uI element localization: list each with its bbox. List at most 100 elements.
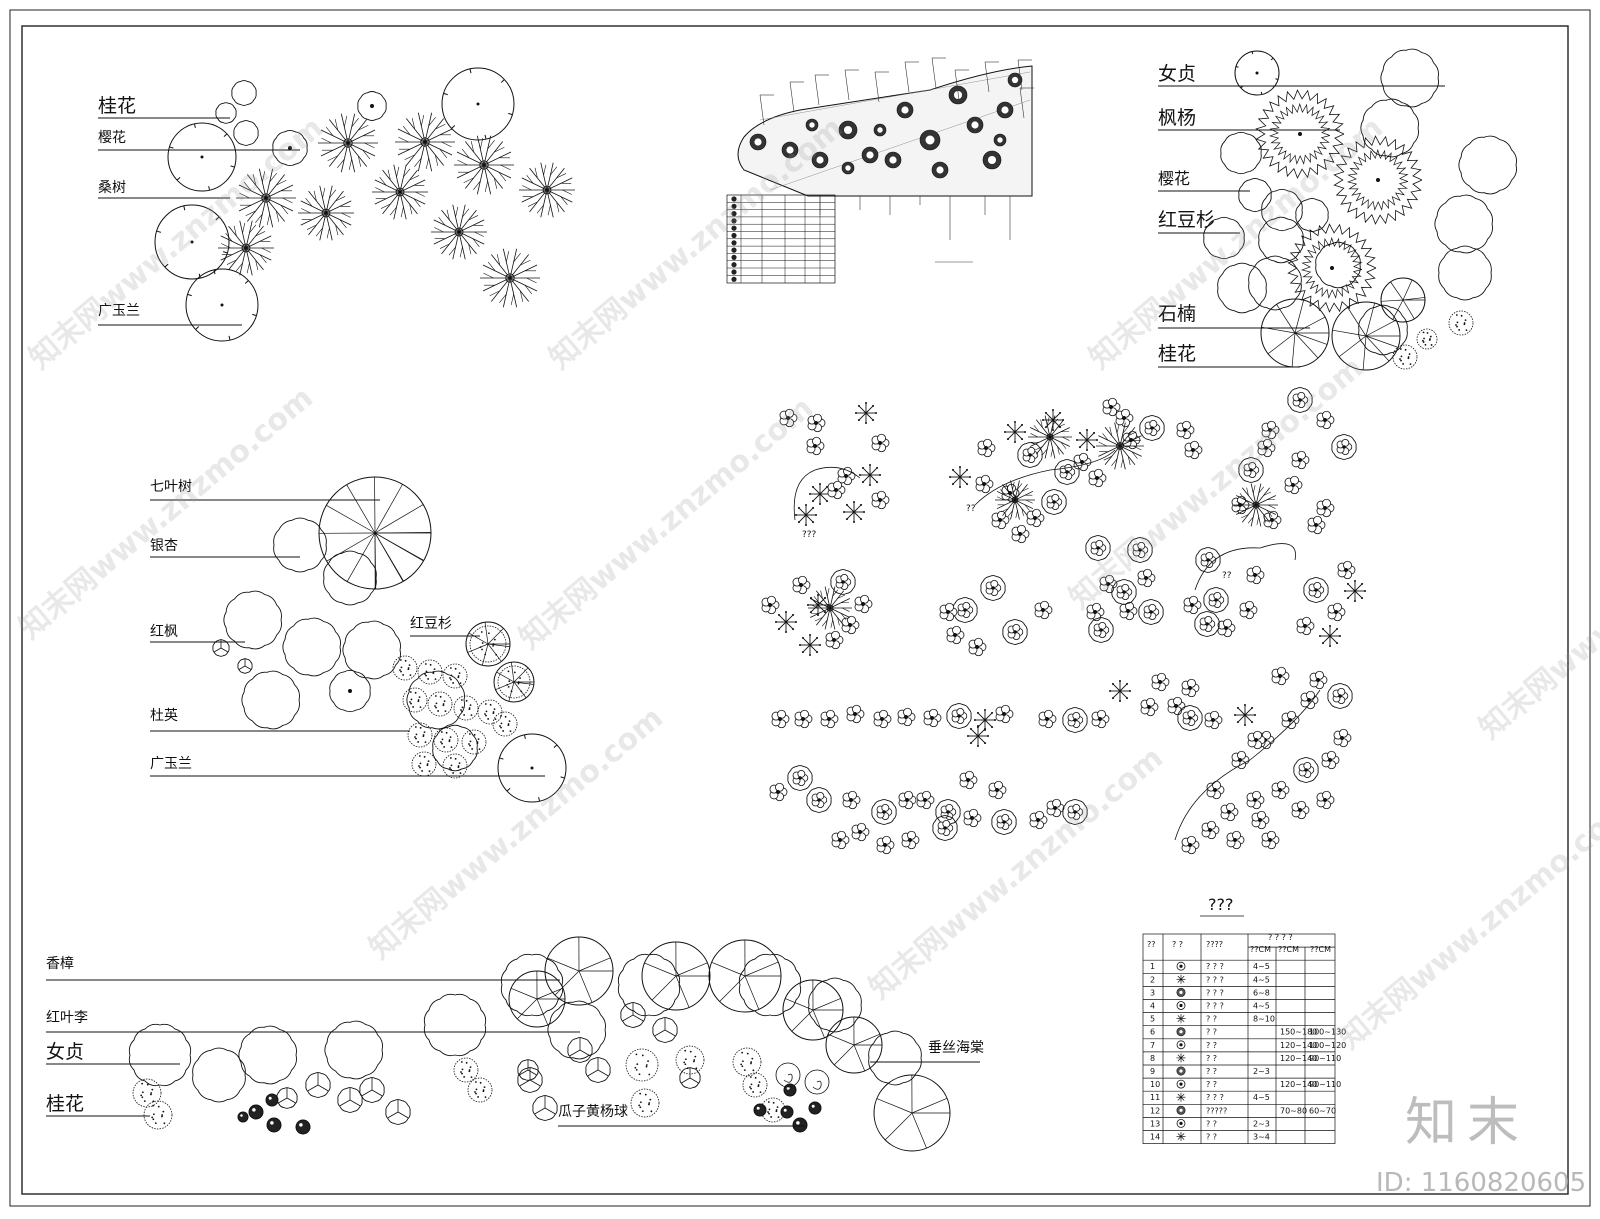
tree-wedge-symbol [708, 939, 782, 1013]
tree-tri-symbol [534, 1096, 556, 1115]
shrub-asterisk-symbol [795, 504, 817, 526]
legend-cell: ? ? [1206, 1119, 1217, 1128]
legend-row: 4? ? ?4~5 [1150, 1001, 1270, 1011]
legend-cell: 120~140 [1280, 1041, 1317, 1050]
legend-cell: 13 [1150, 1119, 1160, 1128]
legend-cell: ? ? [1206, 1067, 1217, 1076]
tree-scallop-symbol [237, 658, 253, 674]
tree-wedge-symbol [1331, 301, 1401, 371]
tree-tri-symbol [587, 1058, 609, 1077]
shrub-flower-symbol [951, 708, 968, 724]
shrub-flower-symbol [1181, 835, 1200, 855]
shrub-flower-symbol [792, 575, 811, 595]
shrub-ball-symbol [237, 1111, 249, 1123]
legend-col-spec: ? ? ? ? [1268, 933, 1293, 942]
shrub-asterisk-symbol [1004, 421, 1026, 443]
shrub-flower-symbol [988, 780, 1007, 800]
shrub-flower-symbol [1231, 750, 1250, 770]
watermark-brand: 知末 [1405, 1093, 1529, 1153]
tree-scallop-symbol [385, 1099, 411, 1125]
legend-icon [1176, 1014, 1186, 1024]
shrub-asterisk-symbol [967, 725, 989, 747]
shrub-flower-symbol [901, 830, 920, 850]
shrub-flower-symbol [946, 625, 965, 645]
shrub-flower-symbol [1217, 618, 1236, 638]
legend-cell: ? ? [1206, 1028, 1217, 1037]
tree-scallop-symbol [1054, 459, 1080, 485]
tree-wedge-symbol [641, 941, 711, 1011]
legend-cell: ? ? [1206, 1133, 1217, 1142]
legend-table: ??? ?? ? ? ???? ? ? ? ? ??CM ??CM ??CM 1… [1142, 895, 1346, 1144]
tree-scallop-symbol [1258, 216, 1304, 264]
tree-star-symbol [218, 220, 274, 276]
legend-cell: 8 [1150, 1054, 1155, 1063]
inner-border [21, 25, 1569, 1195]
watermark-id: ID: 1160820605 [1376, 1168, 1586, 1198]
tree-scallop-symbol [946, 703, 972, 729]
legend-icon [1176, 1027, 1186, 1037]
tree-scallop-symbol [1438, 245, 1492, 301]
shrub-flower-symbol [1022, 447, 1039, 463]
tree-dotted-symbol [497, 665, 531, 699]
shrub-flower-symbol [1115, 408, 1134, 428]
shrub-flower-symbol [854, 594, 873, 614]
legend-row: 2? ? ?4~5 [1150, 974, 1270, 984]
label-hongdoushan-1: 红豆杉 [1158, 209, 1215, 231]
tree-dotted-symbol [417, 659, 443, 685]
legend-cell: 2~3 [1253, 1067, 1270, 1076]
tree-scallop-symbol [738, 953, 802, 1017]
tree-dotted-symbol [630, 1088, 660, 1118]
legend-cell: ? ? [1206, 1054, 1217, 1063]
shrub-flower-symbol [825, 630, 844, 650]
tree-scallop-symbol [192, 1047, 246, 1103]
legend-row: 5? ?8~10 [1150, 1014, 1275, 1024]
shrub-flower-symbol [1316, 790, 1335, 810]
watermark-text: 知末网www.znzmo.com [863, 740, 1170, 1006]
shrub-asterisk-symbol [799, 634, 821, 656]
shrub-flower-symbol [827, 480, 846, 500]
shrub-flower-symbol [841, 615, 860, 635]
label-yinghua-2: 樱花 [1158, 169, 1190, 188]
shrub-flower-symbol [1046, 798, 1065, 818]
tree-star-symbol [372, 164, 428, 220]
shrub-flower-symbol [1298, 762, 1315, 778]
shrub-flower-symbol [1181, 678, 1200, 698]
shrub-flower-symbol [916, 790, 935, 810]
shrub-flower-symbol [1292, 392, 1309, 408]
legend-cell: ? ? ? [1206, 962, 1224, 971]
shrub-asterisk-symbol [949, 466, 971, 488]
tree-spiky-symbol [1333, 135, 1423, 225]
shrub-flower-symbol [831, 830, 850, 850]
tree-scallop-symbol [991, 809, 1017, 835]
legend-cell: 3~4 [1253, 1133, 1270, 1142]
shrub-flower-symbol [1332, 688, 1349, 704]
shrub-flower-symbol [1137, 568, 1156, 588]
shrub-flower-symbol [1300, 690, 1319, 710]
legend-cell: 70~80 [1280, 1106, 1307, 1115]
tree-scallop-symbol [1238, 177, 1272, 213]
shrub-flower-symbol [1316, 498, 1335, 518]
tree-scallop-symbol [1380, 48, 1439, 108]
tree-wedge-symbol [465, 621, 511, 667]
label-yinxing: 银杏 [150, 538, 178, 554]
legend-cell: 2~3 [1253, 1119, 1270, 1128]
label-guihua-2: 桂花 [1158, 343, 1196, 365]
label-nvzhen-1: 女贞 [1158, 63, 1196, 85]
tree-scallop-symbol [423, 993, 487, 1057]
legend-cell: 12 [1150, 1106, 1160, 1115]
shrub-flower-symbol [1116, 584, 1133, 600]
legend-cell: 5 [1150, 1015, 1155, 1024]
shrub-flower-symbol [1296, 616, 1315, 636]
watermark-text: 知末网www.znzmo.com [13, 380, 320, 646]
legend-cell: ? ? ? [1206, 1093, 1224, 1102]
shrub-flower-symbol [1336, 439, 1353, 455]
outer-border [9, 9, 1591, 1207]
tree-dotted-symbol [402, 687, 428, 713]
label-duying: 杜英 [150, 707, 178, 724]
shrub-flower-symbol [1251, 810, 1270, 830]
legend-header: ?? ? ? ???? ? ? ? ? ??CM ??CM ??CM [1147, 933, 1331, 954]
shrub-flower-symbol [1182, 710, 1199, 726]
tree-scallop-symbol [272, 129, 308, 167]
